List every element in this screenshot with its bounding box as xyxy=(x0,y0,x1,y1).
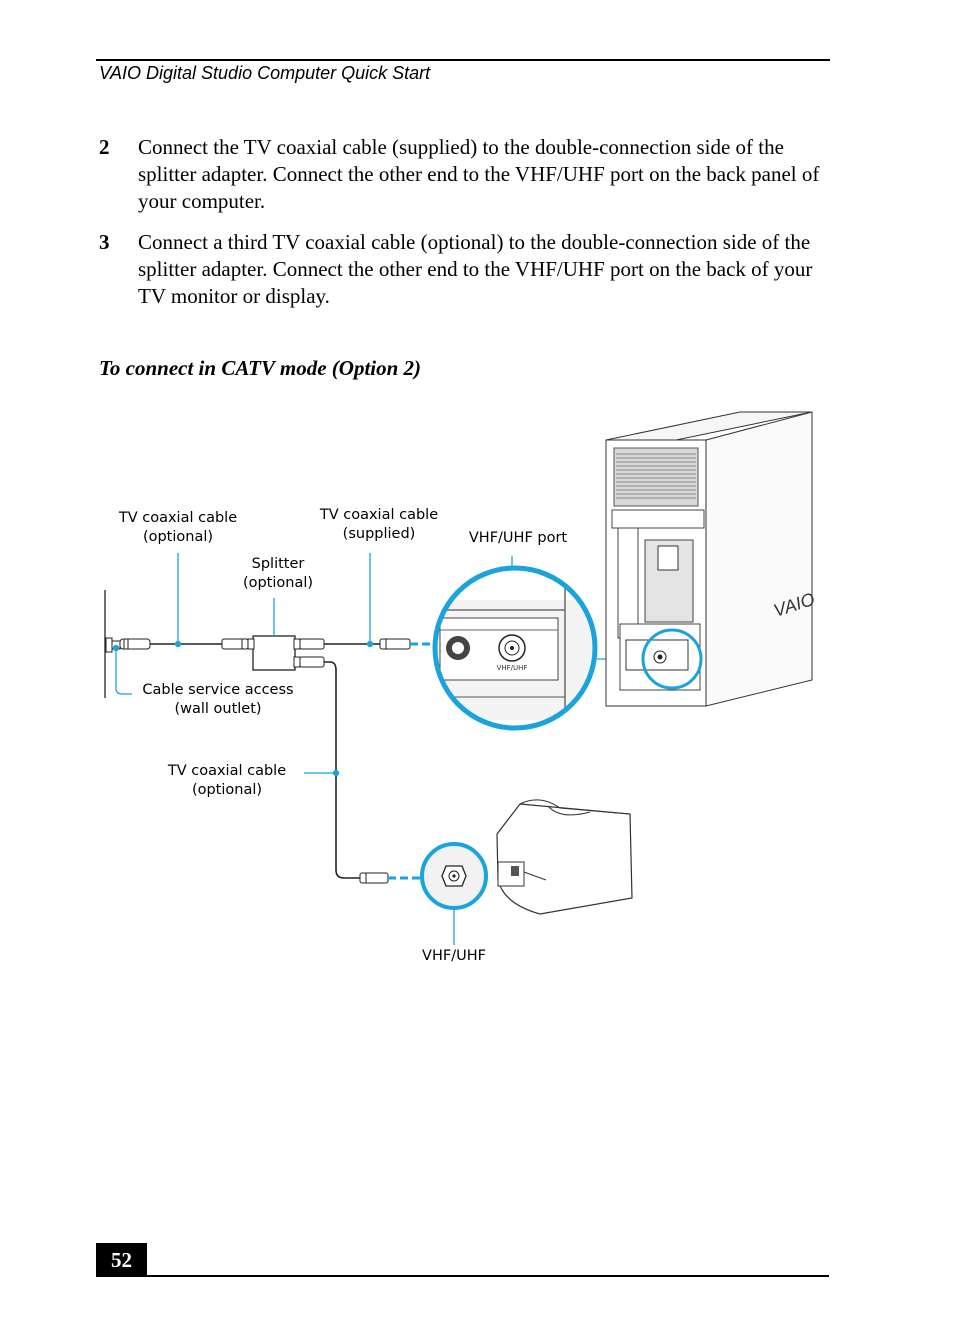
diagram-illustration: VAIO VHF/UHF xyxy=(104,411,817,945)
header-rule xyxy=(96,59,830,61)
step-text: Connect the TV coaxial cable (supplied) … xyxy=(138,135,820,213)
wall-outlet xyxy=(104,590,121,698)
connection-diagram: VAIO VHF/UHF xyxy=(0,400,954,980)
step-number: 2 xyxy=(99,135,110,159)
label-tv-port: VHF/UHF xyxy=(422,948,486,964)
page-number: 52 xyxy=(96,1243,147,1277)
pc-tower: VAIO xyxy=(605,411,817,707)
coax-cable-wall xyxy=(119,638,249,650)
port-zoom-circle: VHF/UHF xyxy=(432,565,598,731)
tv-monitor xyxy=(496,799,633,915)
label-cable-optional-top: TV coaxial cable (optional) xyxy=(118,510,238,545)
panel-port-text: VHF/UHF xyxy=(497,664,528,672)
step-text: Connect a third TV coaxial cable (option… xyxy=(138,230,813,308)
step-2: 2 Connect the TV coaxial cable (supplied… xyxy=(99,134,834,215)
footer-rule xyxy=(96,1275,829,1277)
label-splitter: Splitter (optional) xyxy=(242,556,314,591)
section-title: To connect in CATV mode (Option 2) xyxy=(99,356,422,380)
splitter xyxy=(247,635,325,671)
label-wall-outlet: Cable service access (wall outlet) xyxy=(142,682,294,717)
label-vhf-port: VHF/UHF port xyxy=(468,530,568,546)
header-title: VAIO Digital Studio Computer Quick Start xyxy=(99,63,431,83)
coax-cable-tv xyxy=(324,661,436,884)
tv-port-zoom-circle xyxy=(420,842,488,910)
label-cable-optional-bottom: TV coaxial cable (optional) xyxy=(167,763,287,798)
step-number: 3 xyxy=(99,230,110,254)
step-3: 3 Connect a third TV coaxial cable (opti… xyxy=(99,229,834,310)
label-cable-supplied: TV coaxial cable (supplied) xyxy=(319,507,439,542)
